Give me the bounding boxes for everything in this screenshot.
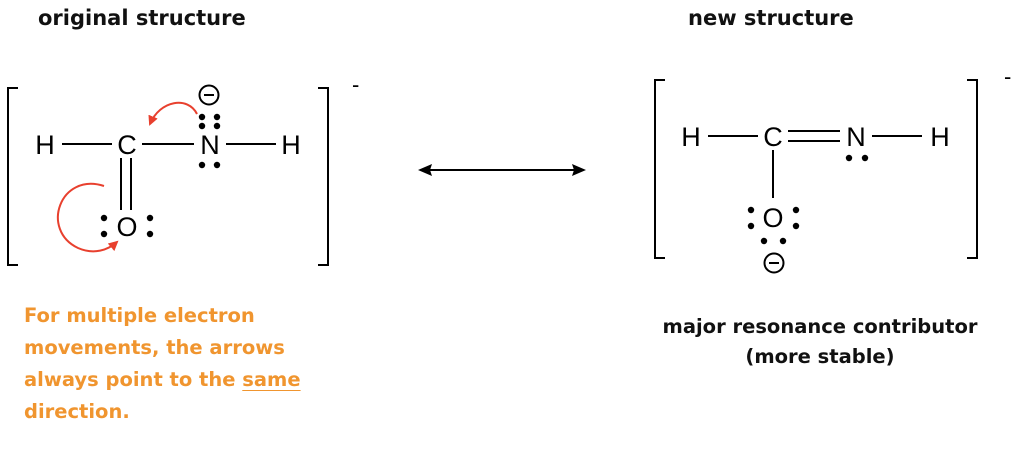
original-structure: - H C N H O bbox=[7, 72, 359, 266]
new-structure-heading: new structure bbox=[688, 6, 854, 30]
n-formal-charge bbox=[198, 84, 220, 106]
atom-c: C bbox=[117, 130, 137, 160]
atom-h-left: H bbox=[35, 130, 55, 160]
atom-h-right: H bbox=[930, 122, 950, 152]
underlined-same: same bbox=[242, 368, 301, 391]
o-formal-charge bbox=[763, 252, 785, 274]
o-lone-pairs bbox=[100, 214, 154, 238]
left-bracket-charge: - bbox=[352, 72, 359, 97]
atom-h-left: H bbox=[681, 122, 701, 152]
right-bracket-charge: - bbox=[1004, 64, 1011, 89]
n-lone-pairs bbox=[198, 113, 221, 169]
o-lone-pairs bbox=[747, 206, 800, 245]
right-bracket-close bbox=[967, 79, 978, 259]
electron-movement-note: For multiple electron movements, the arr… bbox=[24, 304, 301, 423]
atom-o: O bbox=[762, 203, 783, 233]
right-bracket-open bbox=[654, 79, 665, 259]
resonance-arrow bbox=[418, 164, 586, 176]
atom-c: C bbox=[763, 122, 783, 152]
atom-o: O bbox=[116, 212, 137, 242]
atom-n: N bbox=[846, 122, 866, 152]
curved-arrow-co-to-o bbox=[56, 182, 119, 253]
new-structure: - H C N H O bbox=[654, 64, 1011, 274]
major-contributor-caption: major resonance contributor bbox=[662, 315, 978, 338]
more-stable-caption: (more stable) bbox=[745, 345, 895, 368]
curved-arrow-n-to-c bbox=[148, 101, 198, 126]
left-bracket-open bbox=[7, 87, 18, 266]
n-lone-pair bbox=[845, 154, 869, 162]
atom-n: N bbox=[200, 130, 220, 160]
left-bracket-close bbox=[318, 87, 329, 266]
atom-h-right: H bbox=[281, 130, 301, 160]
original-structure-heading: original structure bbox=[38, 6, 246, 30]
